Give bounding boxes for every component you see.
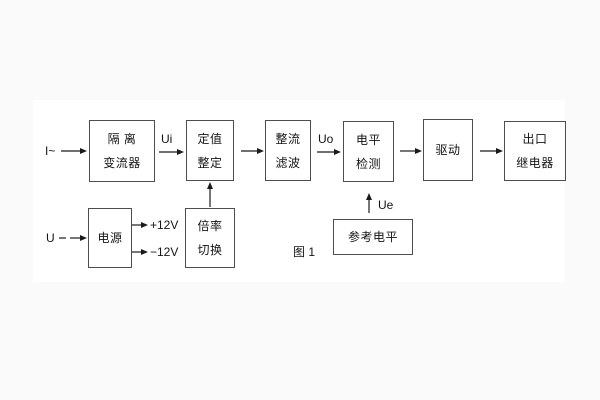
block-drive-label: 驱动 — [435, 143, 461, 157]
block-rectify-filter-line2: 滤波 — [275, 155, 301, 170]
block-setting-adjust: 定值 整定 — [186, 120, 234, 181]
block-power-supply-label: 电源 — [97, 231, 123, 245]
block-level-detect: 电平 检测 — [343, 121, 394, 182]
block-ratio-switch-line2: 切换 — [197, 243, 223, 257]
label-input-voltage: U — [46, 231, 55, 245]
block-reference-level-label: 参考电平 — [347, 230, 398, 244]
block-setting-adjust-line1: 定值 — [197, 131, 223, 146]
block-rectify-filter-line1: 整流 — [275, 131, 301, 146]
label-input-current: I~ — [45, 144, 56, 158]
block-rectify-filter: 整流 滤波 — [265, 120, 311, 181]
block-power-supply: 电源 — [88, 208, 132, 268]
figure-caption: 图 1 — [293, 245, 316, 259]
label-minus12v: −12V — [150, 245, 179, 259]
block-drive: 驱动 — [423, 119, 473, 181]
block-isolation-transformer-line2: 变流器 — [103, 156, 141, 170]
block-ratio-switch: 倍率 切换 — [185, 208, 235, 268]
label-signal-ui: Ui — [161, 132, 173, 146]
block-isolation-transformer-line1: 隔 离 — [107, 132, 137, 146]
block-outlet-relay-line2: 继电器 — [516, 156, 554, 170]
label-signal-ue: Ue — [378, 198, 394, 212]
block-level-detect-line1: 电平 — [355, 132, 381, 147]
block-level-detect-line2: 检测 — [355, 156, 381, 171]
block-setting-adjust-line2: 整定 — [197, 155, 223, 170]
block-ratio-switch-line1: 倍率 — [197, 219, 223, 233]
block-outlet-relay: 出口 继电器 — [504, 121, 566, 181]
block-outlet-relay-line1: 出口 — [522, 132, 548, 146]
block-reference-level: 参考电平 — [333, 219, 413, 255]
label-plus12v: +12V — [150, 218, 179, 232]
label-signal-uo: Uo — [318, 132, 334, 146]
block-isolation-transformer: 隔 离 变流器 — [89, 120, 155, 182]
